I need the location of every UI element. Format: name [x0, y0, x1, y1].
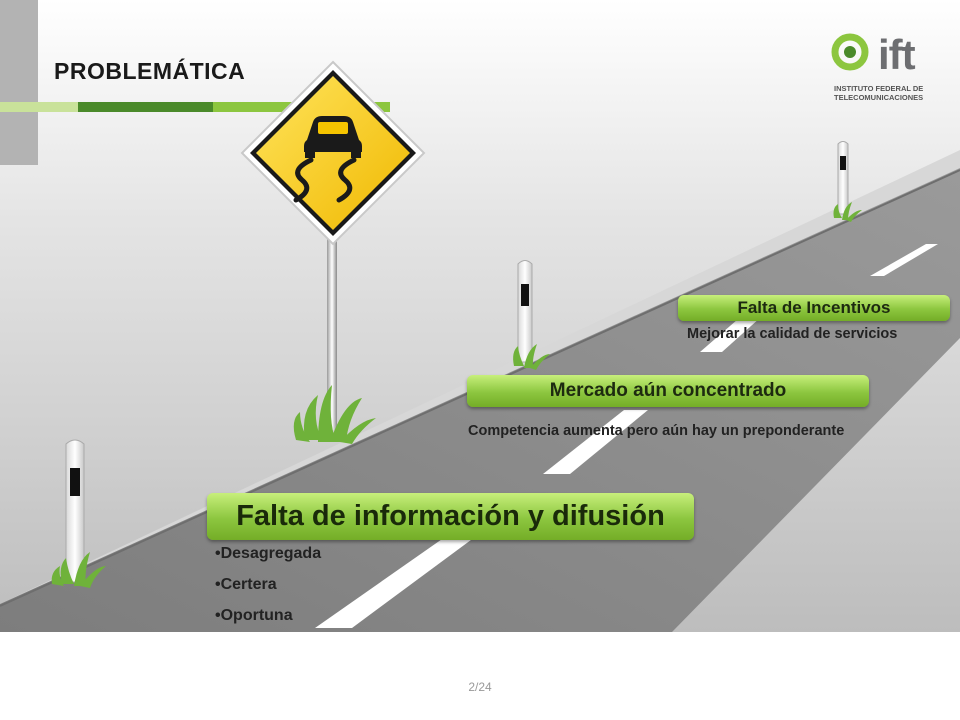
- logo-wordmark: ift: [878, 31, 916, 78]
- bullet-item: •Certera: [215, 576, 277, 593]
- road-delineator-post-icon: [51, 141, 862, 588]
- description-mercado-concentrado: Competencia aumenta pero aún hay un prep…: [468, 423, 845, 439]
- banner-falta-informacion: Falta de información y difusión: [207, 493, 694, 540]
- logo-subtitle-line2: TELECOMUNICACIONES: [834, 93, 924, 102]
- description-falta-incentivos: Mejorar la calidad de servicios: [687, 326, 898, 342]
- grass-tuft-icon: [293, 385, 376, 444]
- banner-falta-incentivos: Falta de Incentivos: [678, 295, 950, 321]
- banner-mercado-concentrado: Mercado aún concentrado: [467, 375, 869, 407]
- bullet-item: •Oportuna: [215, 607, 293, 624]
- page-number: 2/24: [468, 680, 492, 694]
- ift-logo-mark-icon: [831, 33, 869, 71]
- bullet-item: •Desagregada: [215, 545, 322, 562]
- page-title: PROBLEMÁTICA: [54, 58, 246, 84]
- bullet-list-falta-informacion: •Desagregada •Certera •Oportuna: [215, 542, 321, 635]
- logo-subtitle-line1: INSTITUTO FEDERAL DE: [834, 84, 924, 93]
- slippery-road-sign-icon: [240, 60, 426, 246]
- logo-subtitle: INSTITUTO FEDERAL DE TELECOMUNICACIONES: [834, 84, 944, 102]
- sign-pole: [327, 225, 337, 430]
